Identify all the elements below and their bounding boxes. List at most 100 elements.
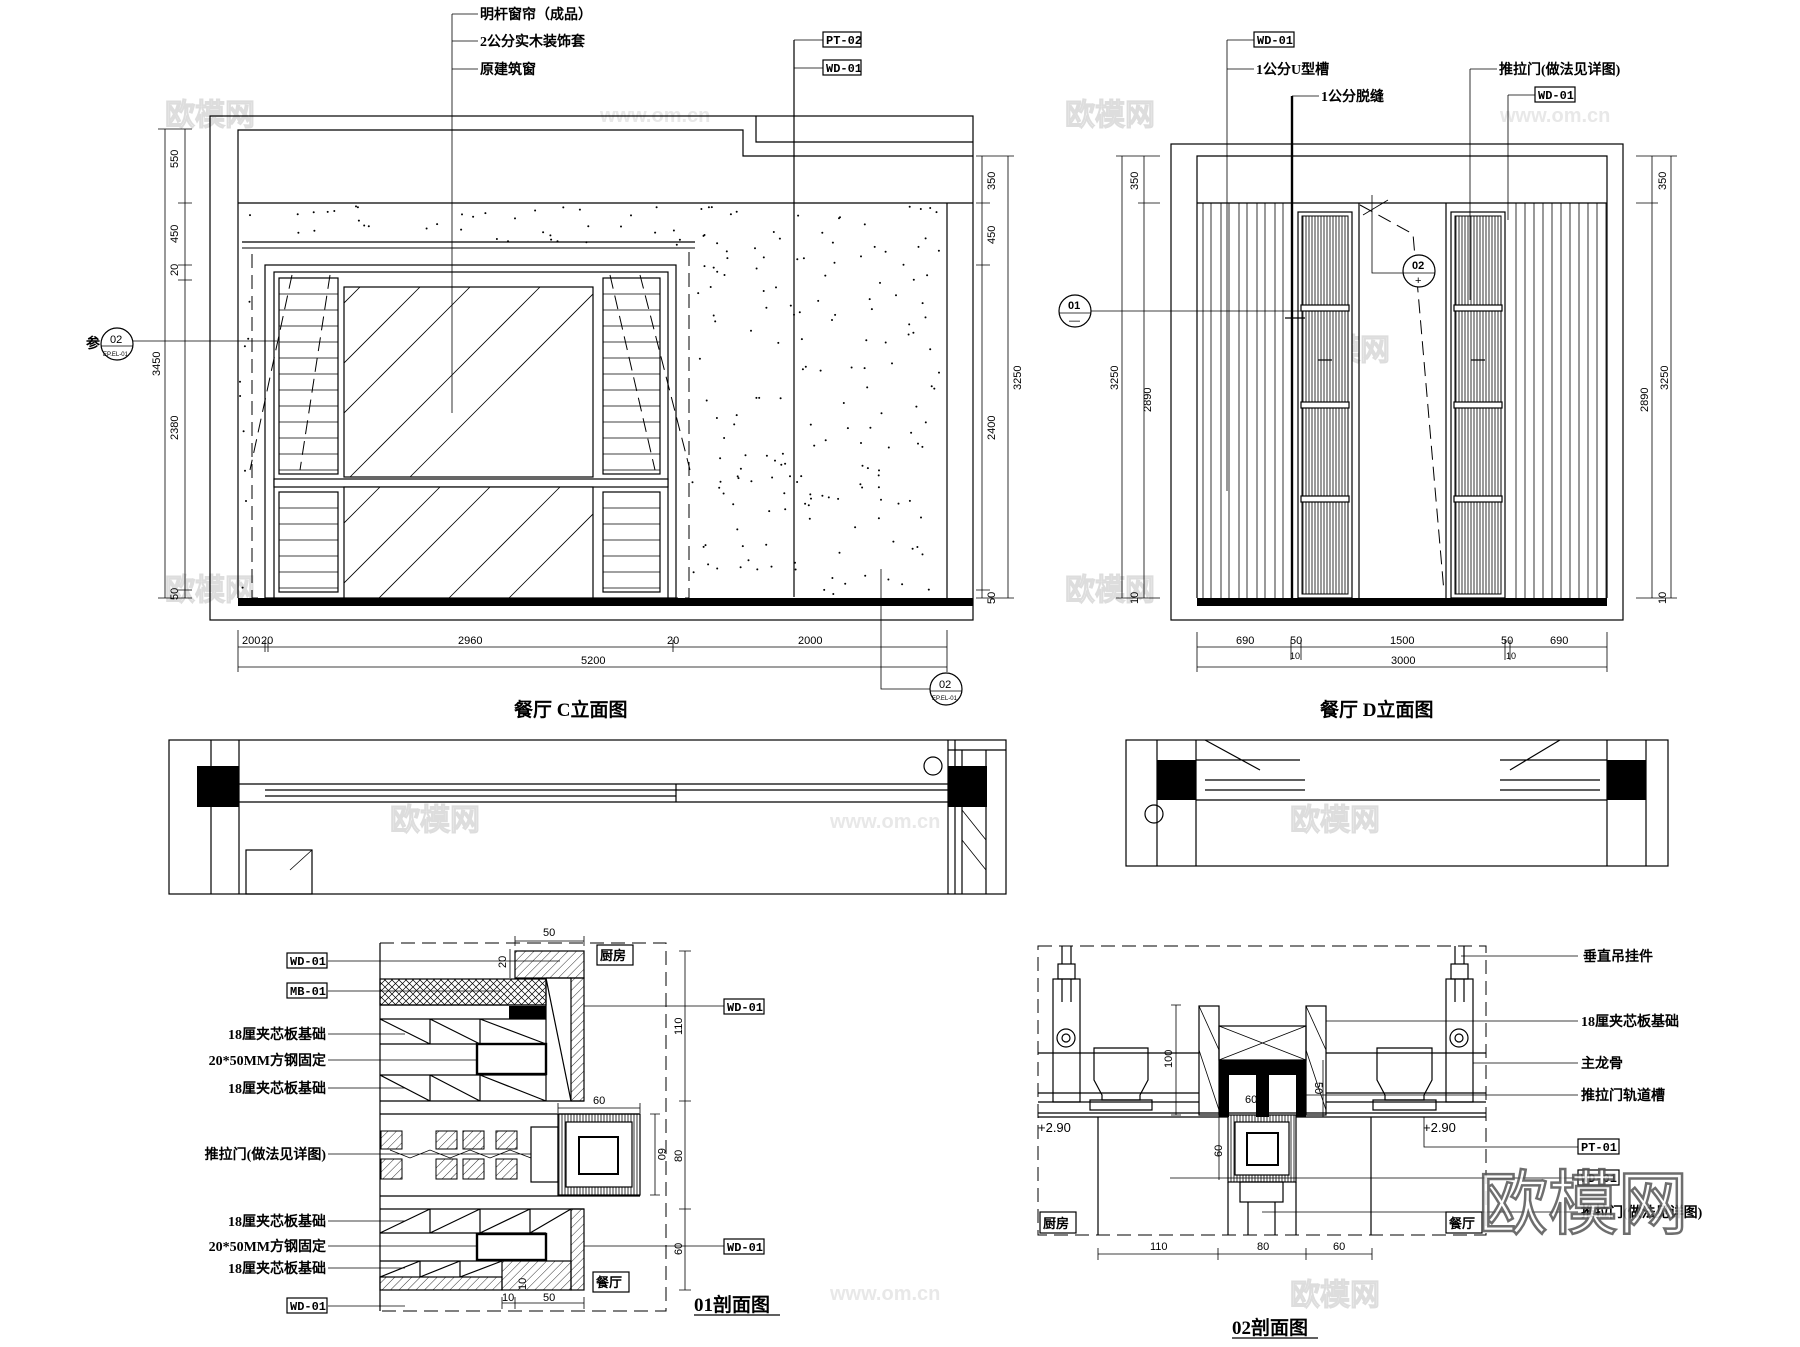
leader-right [584, 1005, 724, 1247]
texture-dot [796, 258, 799, 261]
dim-350: 350 [1657, 172, 1669, 190]
callout-leader [880, 569, 930, 690]
texture-dot [333, 210, 336, 212]
dim-3250: 3250 [1659, 366, 1671, 390]
room-label-dining: 餐厅 [595, 1275, 622, 1290]
dim-690: 690 [1236, 635, 1254, 647]
callout-sheet: + [1415, 275, 1421, 287]
section-callout-01[interactable] [1058, 294, 1092, 328]
section-callout-02[interactable] [1402, 254, 1436, 288]
texture-dot [938, 371, 940, 374]
texture-dot [514, 217, 516, 220]
texture-dot [245, 500, 247, 502]
texture-dot [739, 566, 742, 569]
dim-20: 20 [169, 264, 181, 276]
callout-label: 18厘夹芯板基础 [228, 1080, 326, 1097]
dim-60: 60 [1245, 1094, 1257, 1106]
tag-box [286, 1297, 328, 1314]
dim-2380: 2380 [169, 416, 181, 440]
elevation-d-outer-frame [1170, 143, 1624, 621]
texture-dot [833, 261, 836, 264]
watermark-logo: 欧模网 [1065, 98, 1155, 133]
dim-60: 60 [1213, 1145, 1225, 1157]
plywood-left [1198, 1005, 1220, 1116]
texture-dot [542, 231, 545, 234]
texture-dot [831, 577, 834, 579]
texture-dot [854, 526, 857, 529]
texture-dot [895, 294, 897, 297]
texture-dot [775, 286, 777, 289]
texture-dot [784, 462, 787, 465]
texture-dot [920, 516, 922, 519]
dim-60: 60 [593, 1095, 605, 1107]
texture-dot [921, 445, 924, 448]
callout-leader [1362, 195, 1403, 274]
room-tag-box [1039, 1211, 1077, 1234]
label-u-groove: 1公分U型槽 [1256, 61, 1329, 78]
room-tag-box [596, 944, 634, 966]
window [249, 264, 691, 599]
label-main-keel: 主龙骨 [1581, 1055, 1623, 1072]
texture-dot [765, 306, 768, 309]
window-shutters [278, 277, 661, 593]
adhesive-block [509, 1006, 546, 1019]
texture-dot [927, 588, 930, 591]
section-callout-circle[interactable] [100, 327, 134, 361]
section-callout-circle[interactable] [929, 672, 963, 706]
texture-dot [801, 368, 804, 371]
texture-dot [877, 517, 880, 520]
material-tag: MB-01 [290, 985, 326, 999]
texture-dot [737, 477, 740, 480]
label-sliding-door: 推拉门(做法见详图) [1499, 61, 1621, 78]
material-tag-wd01: WD-01 [826, 62, 862, 76]
material-tag-pt02: PT-02 [826, 34, 862, 48]
texture-dot [929, 348, 932, 351]
texture-dot [817, 299, 820, 302]
door-slat-section [462, 1130, 485, 1150]
texture-dot [732, 503, 735, 506]
dim-50: 50 [169, 588, 181, 600]
texture-dot [863, 367, 866, 370]
door-slat-section [462, 1158, 485, 1180]
texture-dot [719, 457, 722, 460]
texture-dot [910, 431, 913, 434]
texture-dot [924, 421, 927, 424]
texture-dot [774, 459, 776, 462]
texture-dot [777, 341, 780, 344]
dim-20: 20 [667, 635, 679, 647]
texture-dot [860, 442, 862, 444]
texture-dot [789, 304, 792, 307]
texture-dot [691, 481, 694, 484]
texture-dot [712, 266, 715, 269]
texture-dot [933, 387, 936, 390]
texture-dot [755, 267, 758, 270]
leader-window [451, 13, 478, 413]
texture-dot [242, 430, 245, 433]
texture-dot [460, 228, 463, 231]
leader-left [1226, 39, 1319, 491]
leader-material [794, 39, 823, 69]
texture-dot [892, 540, 895, 543]
label-reveal: 1公分脱缝 [1321, 88, 1384, 105]
dim-50: 50 [543, 1292, 555, 1304]
texture-dot [838, 551, 841, 554]
texture-dot [844, 582, 847, 585]
dimensions-left: 350 2890 3250 10 [1109, 155, 1160, 604]
steel-tube-lower [475, 1232, 548, 1262]
dim-80: 80 [673, 1150, 685, 1162]
dim-50: 50 [543, 927, 555, 939]
texture-dot [716, 567, 719, 570]
texture-dot [870, 308, 873, 311]
texture-dot [367, 225, 370, 228]
texture-dot [916, 546, 919, 548]
texture-dot [880, 412, 883, 415]
watermark-logo: 欧模网 [1065, 573, 1155, 608]
glass-reflection-lines [344, 287, 593, 598]
texture-dot [911, 547, 914, 550]
door-slat-section [380, 1158, 403, 1180]
room-label-dining: 餐厅 [1448, 1216, 1475, 1231]
dim-2960: 2960 [458, 635, 482, 647]
door-stile [530, 1126, 559, 1183]
label-wood-trim: 2公分实木装饰套 [480, 33, 585, 50]
